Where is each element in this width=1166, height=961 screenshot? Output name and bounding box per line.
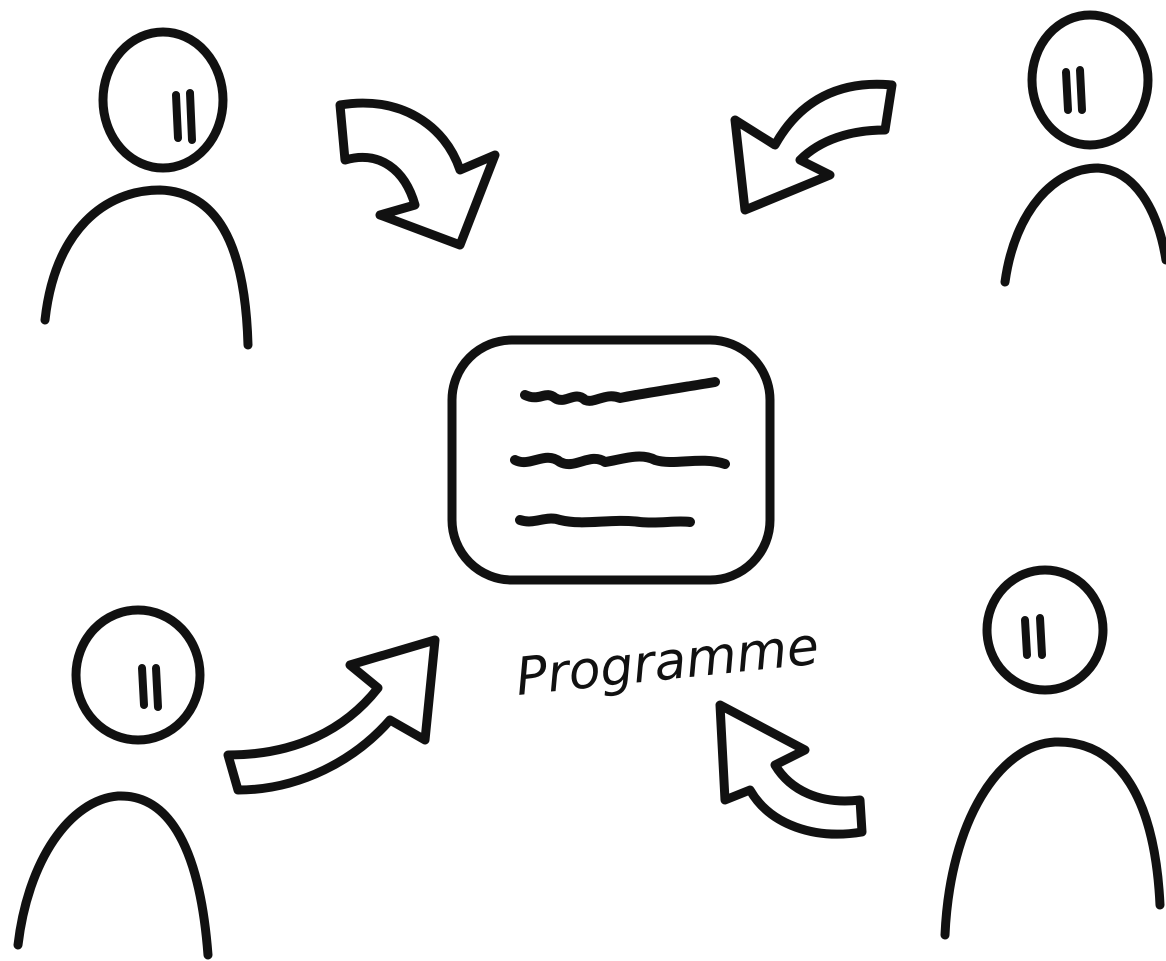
person-head <box>98 27 228 173</box>
person-body <box>13 791 213 960</box>
person-eye <box>186 89 196 144</box>
person-head <box>71 605 205 745</box>
arrow-outline <box>223 635 440 795</box>
person-head <box>982 565 1108 695</box>
person-body <box>40 185 253 350</box>
person-eye <box>1076 66 1086 114</box>
center-label: Programme <box>513 617 822 708</box>
curved-arrow-icon <box>715 700 867 839</box>
person-eye <box>1021 616 1031 659</box>
person-head <box>1027 10 1153 150</box>
document-text-line <box>510 451 730 469</box>
arrow-outline <box>730 79 897 215</box>
document-icon <box>447 335 775 585</box>
person-body <box>940 737 1165 940</box>
document-text-line <box>520 377 720 406</box>
person-top-left <box>40 27 253 350</box>
arrow-outline <box>335 98 500 250</box>
person-eye <box>138 664 148 709</box>
person-eye <box>1062 68 1072 114</box>
document-frame <box>447 335 775 585</box>
person-body <box>1000 163 1166 287</box>
person-bottom-right <box>940 565 1165 940</box>
curved-arrow-icon <box>730 79 897 215</box>
document-text-line <box>515 513 695 528</box>
person-eye <box>172 91 182 142</box>
person-top-right <box>1000 10 1166 287</box>
curved-arrow-icon <box>223 635 440 795</box>
person-eye <box>152 664 162 711</box>
curved-arrow-icon <box>335 98 500 250</box>
person-bottom-left <box>13 605 213 960</box>
person-eye <box>1036 614 1046 659</box>
arrow-outline <box>715 700 867 839</box>
